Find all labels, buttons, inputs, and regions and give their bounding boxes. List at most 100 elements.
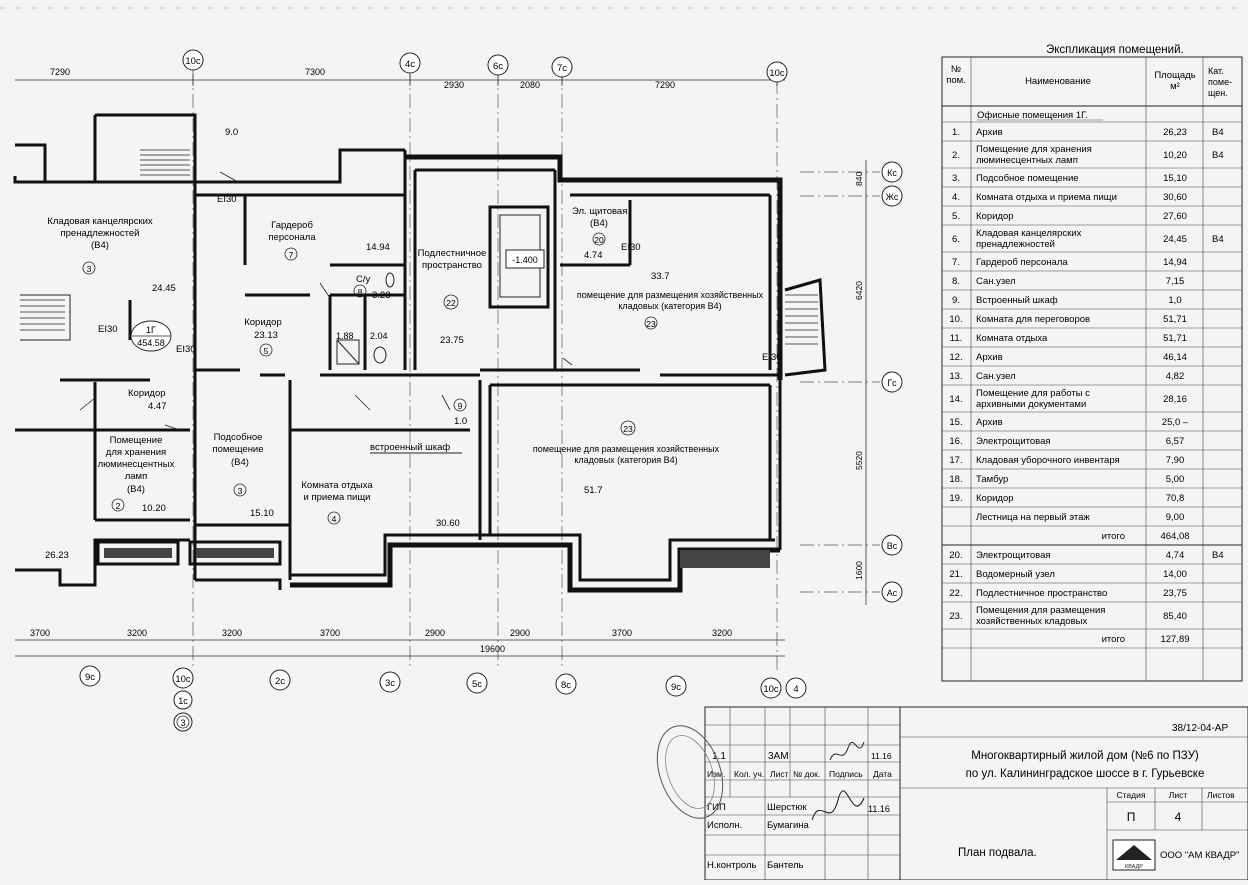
door-swings (79, 171, 573, 431)
axis-bubble (881, 371, 903, 393)
dim-label: 3700 (612, 628, 632, 638)
table-cell-area: 7,15 (1166, 276, 1185, 287)
table-cell-cat: В4 (1212, 234, 1224, 245)
room-category: (В4) (231, 457, 249, 468)
wall (13, 176, 195, 184)
room-number: 7 (289, 250, 294, 260)
table-cell-name: Комната отдыха и приема пищи (976, 192, 1117, 203)
axis-label: 2с (275, 676, 285, 687)
axis-bubble (79, 665, 101, 687)
table-cell-name: Сан.узел (976, 371, 1016, 382)
person: Шерстюк (767, 802, 807, 813)
room-area: 51.7 (584, 485, 603, 496)
shower-fixture (336, 339, 360, 365)
table-cell-area: 15,10 (1163, 173, 1187, 184)
table-cell-no: 18. (949, 474, 962, 485)
table-cell-no: 16. (949, 436, 962, 447)
table-cell-name: Коридор (976, 211, 1014, 222)
dim-label: 3200 (127, 628, 147, 638)
wall (15, 143, 47, 182)
axis-label: 10с (175, 674, 191, 685)
table-cell-no: 14. (949, 394, 962, 405)
table-cell-name: Гардероб персонала (976, 257, 1068, 268)
fire-rating: EI30 (176, 344, 196, 355)
company-logo-text: КВАДР (1125, 864, 1143, 870)
axis-bubble (881, 534, 903, 556)
axis-label: 1с (178, 696, 188, 706)
room-name: Коридор (244, 317, 282, 328)
room-area: 24.45 (152, 283, 176, 294)
wall-outer (405, 154, 783, 380)
col-header: Подпись (829, 769, 863, 779)
table-cell-no: 12. (949, 352, 962, 363)
table-cell-name: Тамбур (976, 474, 1008, 485)
stairs (20, 149, 827, 377)
axis-label: Вс (887, 541, 898, 551)
room-number: 23 (646, 319, 656, 329)
axis-bubble (551, 56, 573, 78)
table-cell-no: 6. (952, 234, 960, 245)
room-category: (В4) (127, 484, 145, 495)
axis-bubble (172, 667, 194, 689)
table-cell-name: Сан.узел (976, 276, 1016, 287)
table-cell-cat: В4 (1212, 550, 1224, 561)
shower-diagonal (336, 339, 360, 365)
dim-label: 3700 (30, 628, 50, 638)
room-category: (В4) (590, 218, 608, 229)
table-cell-no: 9. (952, 295, 960, 306)
company-name: ООО "АМ КВАДР" (1160, 850, 1239, 861)
axis-bubble (760, 677, 782, 699)
room-number-circle (259, 343, 273, 357)
dim-label: 2900 (510, 628, 530, 638)
room-number: 8 (358, 287, 363, 297)
window-well (96, 540, 180, 566)
axis-bubble (487, 54, 509, 76)
table-cell-no: 5. (952, 211, 960, 222)
room-number: 2 (116, 501, 121, 511)
fire-rating: EI30 (98, 324, 118, 335)
table-cell-area: 14,00 (1163, 569, 1187, 580)
axis-label: 9с (671, 682, 681, 693)
room-area: 15.10 (250, 508, 274, 519)
sheet-title: План подвала. (958, 847, 1037, 859)
table-cell-area: 23,75 (1163, 588, 1187, 599)
table-cell-no: 7. (952, 257, 960, 268)
table-cell-area: 10,20 (1163, 150, 1187, 161)
person: Бумагина (767, 820, 810, 831)
wall (195, 578, 282, 590)
axis-label: 4с (405, 59, 415, 70)
room-name: Эл. щитовая (572, 206, 627, 217)
table-cell-no: 2. (952, 150, 960, 161)
table-cell-no: 23. (949, 611, 962, 622)
table-cell-name: Встроенный шкаф (976, 295, 1058, 306)
axis-bubble (881, 185, 903, 207)
sheet-value: 4 (1175, 810, 1182, 824)
room-area: 33.7 (651, 271, 670, 282)
dim-label: 1600 (854, 561, 864, 580)
room-number: 3 (238, 486, 243, 496)
dim-label: 7290 (50, 67, 70, 77)
window-well-fill (104, 548, 172, 558)
level-mark-box (505, 249, 545, 269)
room-area: 23.13 (254, 330, 278, 341)
table-cell-area: 28,16 (1163, 394, 1187, 405)
table-cell-area: 9,00 (1166, 512, 1185, 523)
room-number-circle (353, 284, 367, 298)
room-area: 23.75 (440, 335, 464, 346)
table-cell-total-label: итого (1102, 634, 1125, 645)
col-header: Изм. (707, 769, 725, 779)
role: Исполн. (707, 820, 742, 831)
toilet-fixture (373, 346, 387, 364)
project-title-1: Многоквартирный жилой дом (№6 по ПЗУ) (971, 750, 1199, 762)
level-mark: -1.400 (512, 255, 538, 265)
fire-rating: EI30 (762, 352, 782, 363)
table-cell-area: 4,74 (1166, 550, 1185, 561)
table-cell-area: 24,45 (1163, 234, 1187, 245)
table-cell-area: 464,08 (1160, 531, 1189, 542)
room-number-circle (453, 398, 467, 412)
room-category: (В4) (91, 240, 109, 251)
